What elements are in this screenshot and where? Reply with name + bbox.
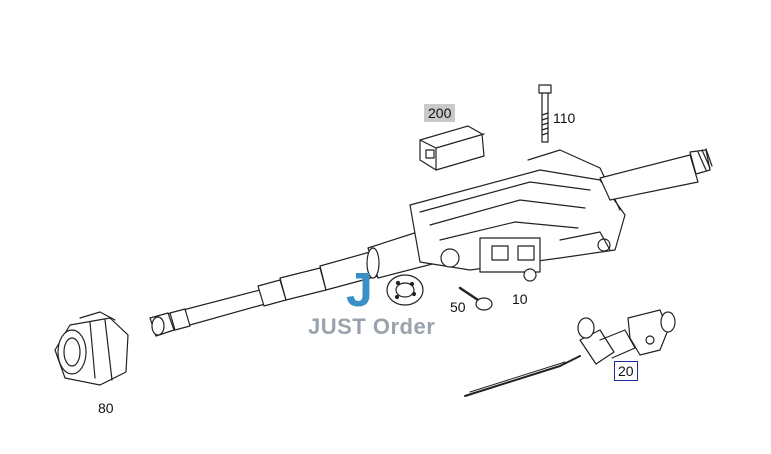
callout-80: 80 xyxy=(98,400,114,416)
callout-200: 200 xyxy=(424,104,456,122)
upper-shaft xyxy=(599,148,713,201)
callout-110: 110 xyxy=(553,110,576,126)
bearing xyxy=(386,274,424,306)
bolt-110 xyxy=(538,84,552,143)
watermark-letter: J xyxy=(346,264,373,317)
watermark-text: JUST Order xyxy=(308,314,436,339)
column-housing xyxy=(409,149,626,282)
callout-10: 10 xyxy=(512,291,528,307)
lower-shaft xyxy=(149,251,379,337)
callout-20-highlighted[interactable]: 20 xyxy=(614,361,638,381)
lower-joint-cable xyxy=(464,309,676,397)
callout-50: 50 xyxy=(450,299,466,315)
bolt-50 xyxy=(458,286,493,311)
joint-boot xyxy=(54,311,129,386)
switch-module xyxy=(419,125,485,171)
